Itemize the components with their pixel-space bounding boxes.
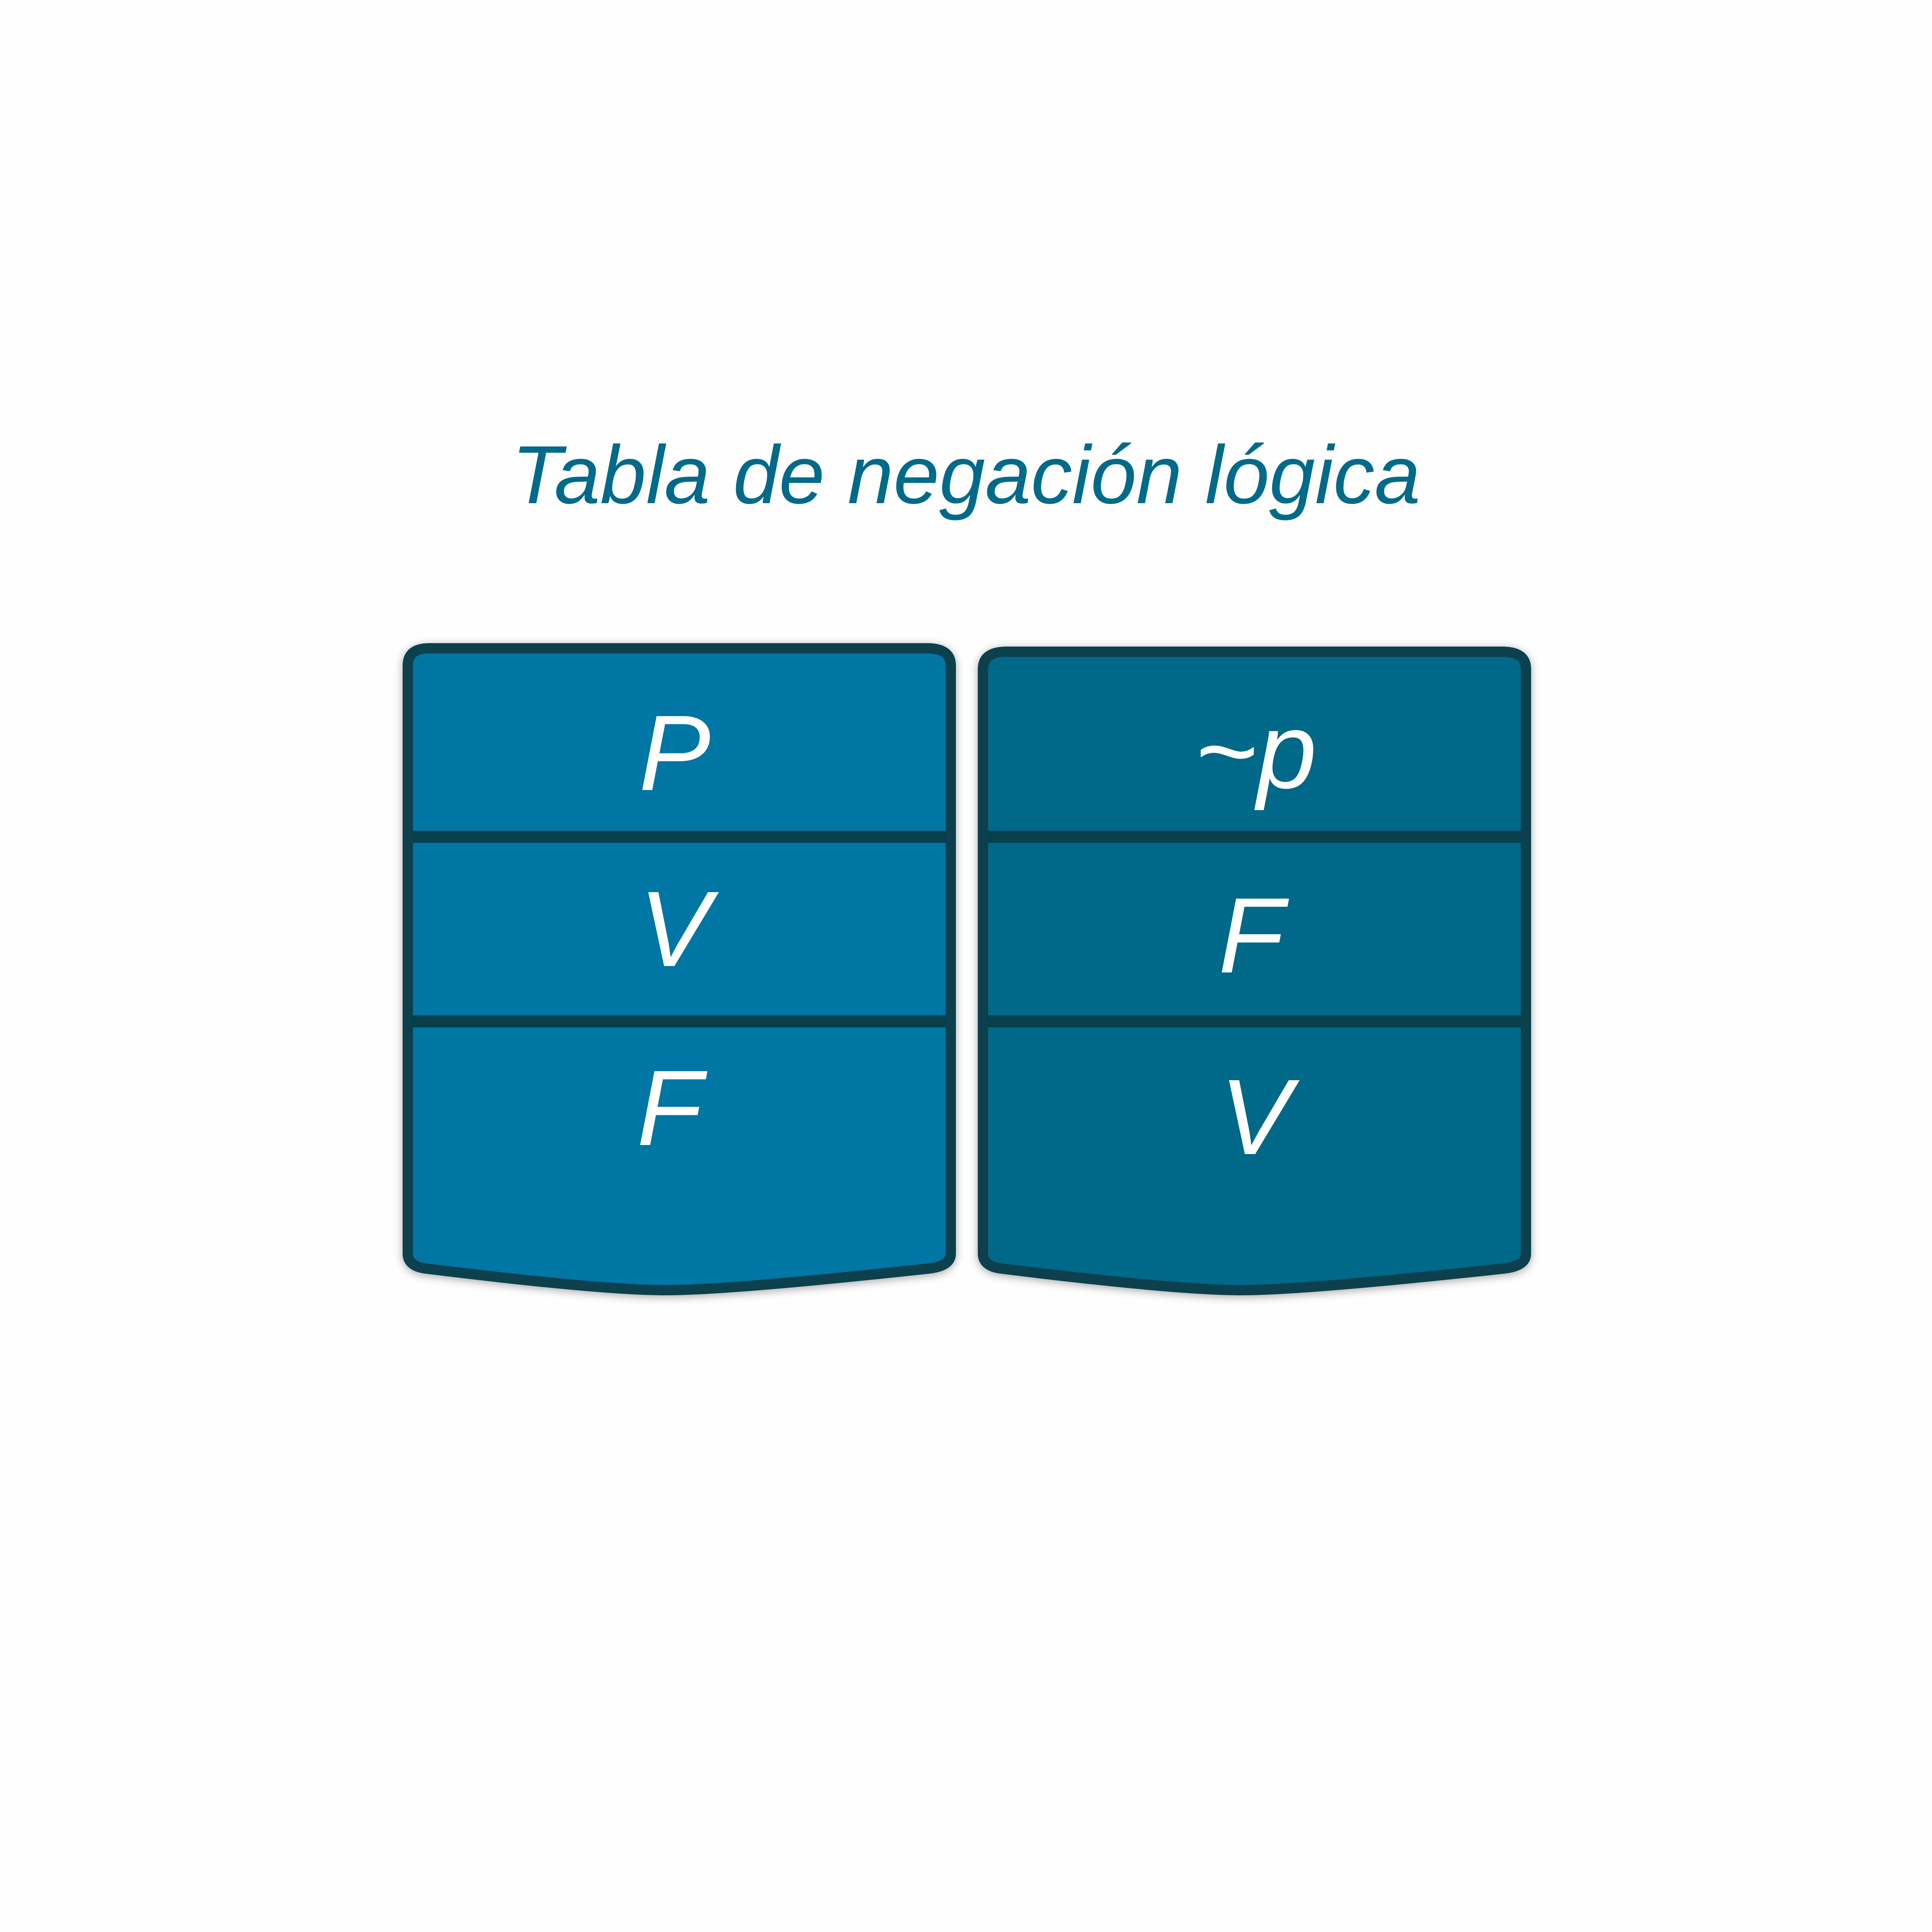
- page-title: Tabla de negación lógica: [511, 428, 1421, 521]
- column-not-p-header: ~p: [1194, 691, 1316, 811]
- column-not-p: ~p F V: [978, 647, 1531, 1295]
- column-p-shape: [403, 643, 956, 1295]
- column-not-p-row-1: F: [1219, 875, 1289, 995]
- column-p-row-1: V: [639, 869, 719, 989]
- column-p-header: P: [639, 693, 711, 813]
- column-not-p-shape: [978, 647, 1531, 1295]
- column-p: P V F: [403, 643, 956, 1295]
- column-p-row-2: F: [637, 1048, 708, 1168]
- column-not-p-row-2: V: [1220, 1057, 1300, 1177]
